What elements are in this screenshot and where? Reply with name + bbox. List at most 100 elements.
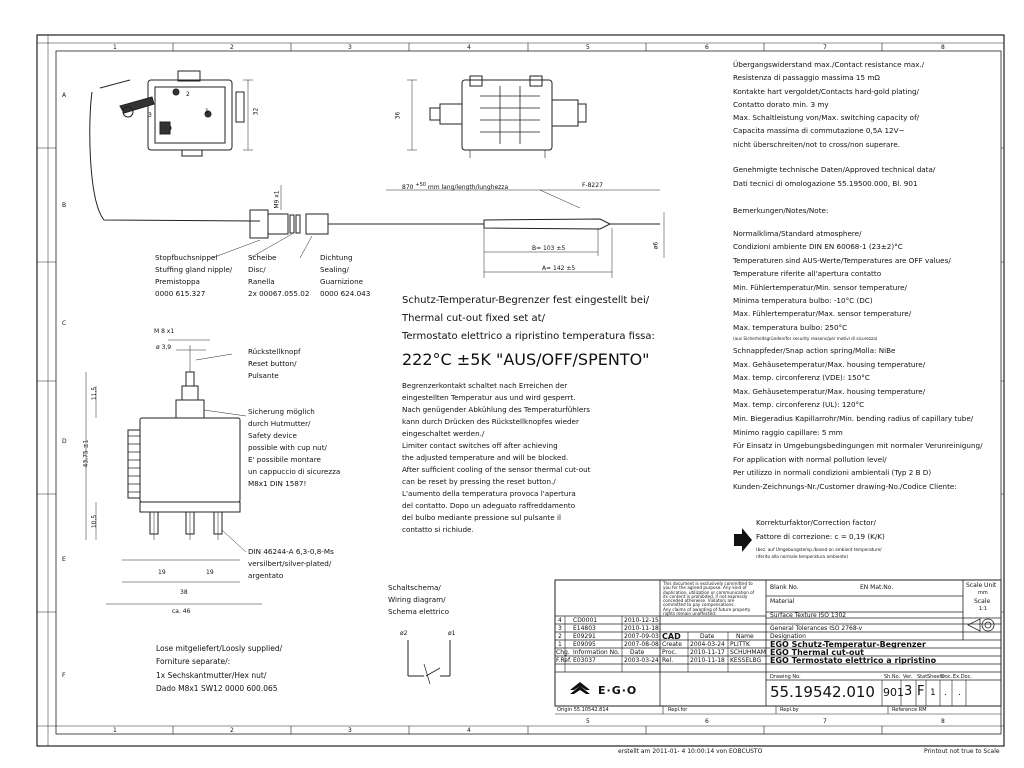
label-wiring-diagram: Schaltschema/Wiring diagram/Schema elett…	[388, 583, 449, 616]
arrow-icon	[734, 528, 752, 552]
col-label: 3	[348, 727, 352, 734]
rel-name: KESSELBG	[730, 657, 762, 664]
en-mat-label: EN Mat.No.	[860, 584, 894, 591]
dim-32: 32	[252, 107, 260, 116]
terminal-1: 1	[205, 108, 209, 115]
dim-m9: M9 x1	[273, 190, 281, 209]
created-date: 2004-03-24	[690, 641, 725, 648]
sheets: 1	[930, 688, 936, 698]
notes-list: Normalklima/Standard atmosphere/Condizio…	[733, 229, 951, 332]
wiring-phi1: ø1	[448, 630, 456, 637]
reference: Reference RM	[892, 707, 927, 713]
material-label: Material	[770, 598, 795, 605]
dim-m8: M 8 x1	[154, 328, 175, 335]
dim-19a: 19	[158, 569, 166, 576]
col-label: 1	[113, 727, 117, 734]
col-label: 7	[823, 718, 827, 725]
rev-no: 3	[558, 625, 562, 632]
rel-date: 2010-11-18	[690, 657, 725, 664]
dim-10-5: 10,5	[91, 514, 99, 529]
dim-phi39: ø 3,9	[156, 344, 172, 351]
col-label: 7	[823, 44, 827, 51]
dim-19b: 19	[206, 569, 214, 576]
ego-logo: E·G·O	[598, 684, 638, 697]
dim-38: 38	[180, 589, 188, 596]
rev-no: 4	[558, 617, 562, 624]
row-label: C	[62, 320, 67, 327]
correction-note: (bez. auf Umgebungstemp./based on ambien…	[756, 547, 882, 559]
col-label: 6	[705, 44, 709, 51]
row-label: D	[62, 438, 67, 445]
rev-date: 2007-08-08	[624, 641, 659, 648]
sheets-label: Sheets	[927, 674, 945, 680]
rev-head-no: Chg.	[556, 649, 570, 656]
dim-capillary-length: 870 +50 mm lang/length/lunghezza	[402, 182, 509, 191]
cad-date-head: Date	[700, 633, 715, 640]
dim-phi6: ø6	[652, 241, 660, 250]
terminal-3: 3	[148, 112, 152, 119]
created-label: Create	[662, 641, 682, 648]
col-label: 1	[113, 44, 117, 51]
rev-head-info: Information No.	[573, 649, 620, 656]
version-label: Ver.	[903, 674, 913, 680]
status: F	[917, 684, 925, 699]
col-label: 6	[705, 718, 709, 725]
fref-value: E03037	[573, 657, 596, 664]
wiring-phi2: ø2	[400, 630, 408, 637]
label-loosely-supplied: Lose mitgeliefert/Loosly supplied/Fornit…	[156, 644, 283, 694]
col-label: 2	[230, 727, 234, 734]
row-label: B	[62, 202, 67, 209]
front-view-drawing	[85, 339, 262, 605]
version: 3	[904, 684, 913, 699]
row-label: A	[62, 92, 67, 99]
row-label: F	[62, 672, 66, 679]
notes-title: Bemerkungen/Notes/Note:	[733, 206, 829, 215]
side-view-drawing	[407, 75, 587, 158]
created-name: PLITTK	[730, 641, 750, 648]
rev-date: 2007-09-03	[624, 633, 659, 640]
col-label: 4	[467, 727, 471, 734]
title-line-1: EGO Schutz-Temperatur-Begrenzer	[770, 640, 926, 649]
wiring-diagram	[407, 640, 451, 685]
col-label: 8	[941, 718, 945, 725]
col-label: 4	[467, 44, 471, 51]
rev-info: E09291	[573, 633, 596, 640]
col-label: 2	[230, 44, 234, 51]
ego-logo-icon	[570, 682, 590, 694]
exdoc: .	[958, 688, 961, 698]
fref-label: F.Ref.	[556, 657, 572, 664]
capillary-drawing	[211, 185, 665, 278]
replaced-by: Repl.by	[780, 707, 799, 713]
col-label: 5	[586, 718, 590, 725]
rev-no: 2	[558, 633, 562, 640]
title-line-2: EGO Thermal cut-out	[770, 648, 864, 657]
sheet-no: 901	[883, 686, 904, 699]
cad-label: CAD	[662, 632, 681, 641]
setpoint-temperature: 222°C ±5K "AUS/OFF/SPENTO"	[402, 350, 650, 369]
doc: .	[944, 688, 947, 698]
proc-name: SCHUHMAM	[730, 649, 766, 656]
scale-unit: mm	[978, 590, 988, 596]
footer-scale-note: Printout not true to Scale	[924, 748, 1000, 755]
col-label: 8	[941, 44, 945, 51]
footer-created: erstellt am 2011-01- 4 10:00:14 von EOBC…	[618, 748, 763, 755]
rev-no: 1	[558, 641, 562, 648]
general-tolerances: General Tolerances ISO 2768-v	[770, 625, 863, 632]
rev-info: CD0001	[573, 617, 598, 624]
rev-date: 2010-11-18	[624, 625, 659, 632]
scale-unit-label: Scale Unit	[966, 582, 997, 589]
rev-date: 2010-12-15	[624, 617, 659, 624]
replaced-for: Repl.for	[668, 707, 688, 713]
exdoc-label: Ex.Doc.	[953, 674, 972, 680]
title-block	[554, 579, 1002, 715]
approved-data: Genehmigte technische Daten/Approved tec…	[733, 165, 936, 188]
dim-11-5: 11,5	[91, 386, 99, 401]
drawing-no-label: Drawing No.	[770, 674, 801, 680]
center-description: Begrenzerkontakt schaltet nach Erreichen…	[402, 381, 591, 534]
dim-ca46: ca. 46	[172, 608, 191, 615]
